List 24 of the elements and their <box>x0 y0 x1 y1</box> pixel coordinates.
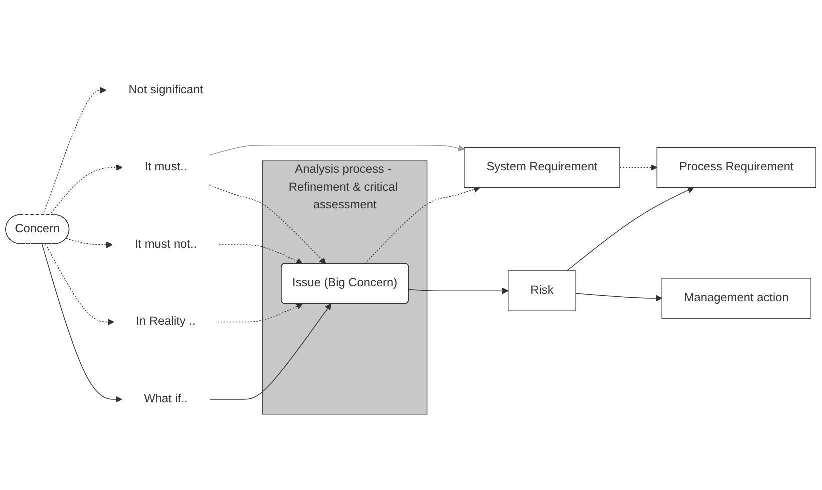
arrow <box>45 244 114 326</box>
arrow <box>408 288 509 294</box>
node-box: Process Requirement <box>656 147 816 188</box>
arrow <box>209 145 465 156</box>
arrow <box>42 244 122 403</box>
arrow <box>620 164 658 171</box>
node-box: Management action <box>662 278 812 319</box>
node-text: Not significant <box>128 84 204 96</box>
arrow <box>66 238 113 248</box>
node-text: It must not.. <box>134 238 198 251</box>
node-text: What if.. <box>144 392 188 406</box>
arrow <box>218 304 304 323</box>
arrow <box>49 164 123 216</box>
node-box: Risk <box>508 270 576 312</box>
arrow <box>364 186 481 264</box>
arrow <box>209 184 326 264</box>
node-text: It must.. <box>144 161 188 174</box>
arrow <box>210 304 332 400</box>
node-text: In Reality .. <box>136 316 196 328</box>
arrow <box>219 244 304 264</box>
node-box: System Requirement <box>464 147 620 188</box>
arrow <box>42 87 107 216</box>
arrow <box>576 293 662 302</box>
arrow <box>566 187 694 272</box>
